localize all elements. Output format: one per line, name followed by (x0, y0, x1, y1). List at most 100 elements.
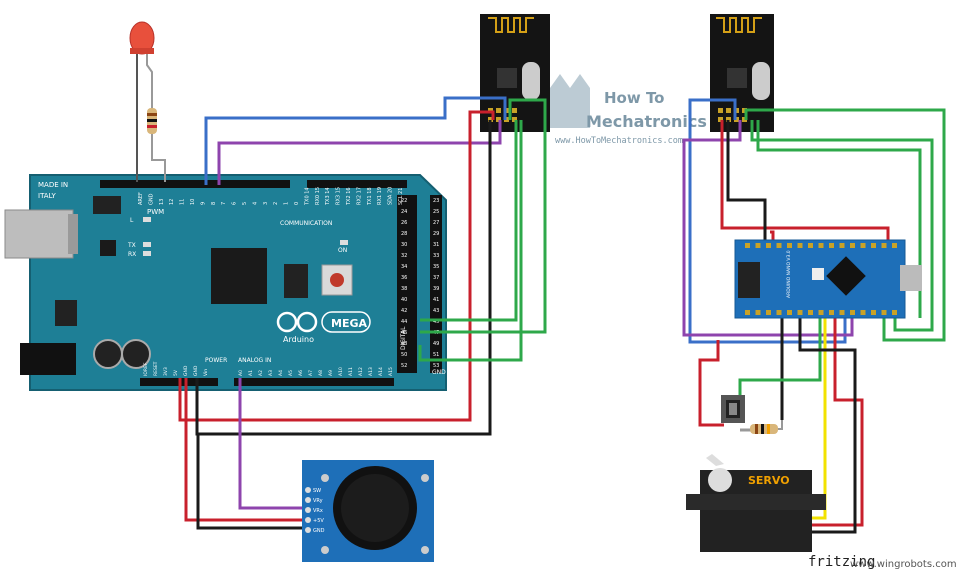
mega-power-pin-label: GND (193, 365, 199, 376)
mega-top-pin-label: 9 (200, 202, 206, 205)
how-to-mechatronics-watermark: How To Mechatronics www.HowToMechatronic… (550, 74, 707, 146)
mega-top-pin-label: RX0 15 (315, 187, 321, 205)
mega-top-pin-label: 0 (294, 202, 300, 205)
mega-top-pin-label: TX0 14 (304, 187, 310, 206)
watermark-url: www.HowToMechatronics.com (555, 136, 683, 146)
nano-pin (755, 310, 761, 315)
digital-header-right (397, 195, 417, 373)
mega-top-pin-label: 12 (169, 199, 175, 205)
nrf-pin (726, 117, 731, 122)
mega-analog-pin-label: A13 (368, 367, 374, 376)
mega-top-pin-label: GND (148, 193, 154, 205)
nano-pin (787, 310, 792, 315)
mega-right-pin-label: 31 (433, 242, 439, 248)
mega-right-pin-label: 43 (433, 308, 439, 314)
mega-top-pin-label: AREF (138, 192, 144, 205)
mega-top-pin-label: TX3 14 (325, 187, 331, 206)
mega-analog-pin-label: A9 (328, 370, 334, 376)
mega-right-pin-label: 32 (401, 253, 407, 259)
wires-left (178, 96, 547, 530)
mega-right-pin-label: 29 (433, 231, 439, 237)
nano-pin (808, 310, 813, 315)
joystick-pin-label: GND (313, 528, 325, 534)
digital-header-top (100, 180, 290, 188)
l-led-label: L (130, 217, 134, 224)
mega-top-pin-label: 2 (273, 202, 279, 205)
nano-pin (829, 243, 834, 248)
mega-right-pin-label: 33 (433, 253, 439, 259)
nano-pin (808, 243, 813, 248)
mega-top-pin-label: TX1 18 (367, 187, 373, 206)
country-label: ITALY (38, 192, 57, 200)
mega-right-pin-label: 36 (401, 275, 407, 281)
mega-top-pin-label: 7 (221, 202, 227, 205)
power-label: POWER (205, 357, 227, 364)
capacitor (93, 339, 123, 369)
joystick-pin (305, 517, 311, 523)
mega-analog-pin-label: A2 (258, 370, 264, 376)
mega-analog-pin-label: A1 (248, 370, 254, 376)
nano-pin (850, 310, 855, 315)
mega-chip (211, 248, 267, 304)
mega-top-pin-label: SDA 20 (388, 187, 394, 205)
mega-top-pin-label: 5 (242, 202, 248, 205)
mega-right-pin-label: 27 (433, 220, 439, 226)
arduino-mega-board: MADE IN ITALY PWM COMMUNICATION L TX RX … (4, 174, 447, 391)
made-in-label: MADE IN (38, 181, 68, 189)
mega-right-pin-label: 28 (401, 231, 407, 237)
nano-pin (839, 243, 845, 248)
nrf-pin (488, 117, 493, 122)
pushbutton (721, 395, 745, 423)
mega-right-pin-label: 45 (433, 319, 439, 325)
usb-connector (4, 209, 74, 259)
on-label: ON (338, 247, 347, 254)
mega-right-pin-label: 51 (433, 352, 439, 358)
mega-right-pin-label: 37 (433, 275, 439, 281)
mega-right-pin-label: 23 (433, 198, 439, 204)
watermark-title-2: Mechatronics (586, 112, 707, 131)
mega-right-pin-label: 39 (433, 286, 439, 292)
mega-top-pin-label: RX2 17 (356, 187, 362, 205)
mega-analog-pin-label: A5 (288, 370, 294, 376)
mega-top-pin-label: RX1 19 (377, 187, 383, 205)
mega-top-pin-label: 6 (232, 202, 238, 205)
joystick-pin (305, 527, 311, 533)
communication-label: COMMUNICATION (280, 220, 332, 227)
mega-right-pin-label: 26 (401, 220, 407, 226)
mega-top-pin-label: 13 (159, 199, 165, 205)
nrf-pin (718, 117, 723, 122)
nano-pin (871, 310, 876, 315)
nano-pin (797, 310, 803, 315)
mega-right-pin-label: 52 (401, 363, 407, 369)
mega-power-pin-label: Vin (203, 369, 209, 376)
red-led (129, 21, 155, 182)
mega-analog-pin-label: A3 (268, 370, 274, 376)
analog-header (234, 378, 394, 386)
nrf-pin (496, 117, 501, 122)
button-resistor (750, 420, 783, 434)
mega-top-pin-label: 10 (190, 199, 196, 205)
mega-right-pin-label: 30 (401, 242, 407, 248)
nano-pin (776, 243, 782, 248)
mega-power-pin-label: RESET (153, 361, 159, 376)
mega-power-pin-label: IOREF (143, 362, 149, 376)
joystick-pin (305, 497, 311, 503)
mega-analog-pin-label: A12 (358, 367, 364, 376)
servo-label: SERVO (748, 474, 790, 487)
nano-pin (881, 243, 887, 248)
nano-pin (892, 243, 897, 248)
wires-right (682, 98, 946, 534)
mega-right-pin-label: 44 (401, 319, 407, 325)
led-resistor (147, 108, 166, 182)
nrf-pin (496, 108, 501, 113)
mega-top-pin-label: 3 (263, 202, 269, 205)
analog-in-label: ANALOG IN (238, 357, 271, 364)
mega-analog-pin-label: A0 (238, 370, 244, 376)
site-watermark: www.wingrobots.com (850, 559, 957, 570)
joystick-pin-label: VRy (313, 498, 323, 504)
nano-pin (818, 310, 824, 315)
mega-power-pin-label: GND (183, 365, 189, 376)
mega-analog-pin-label: A6 (298, 370, 304, 376)
